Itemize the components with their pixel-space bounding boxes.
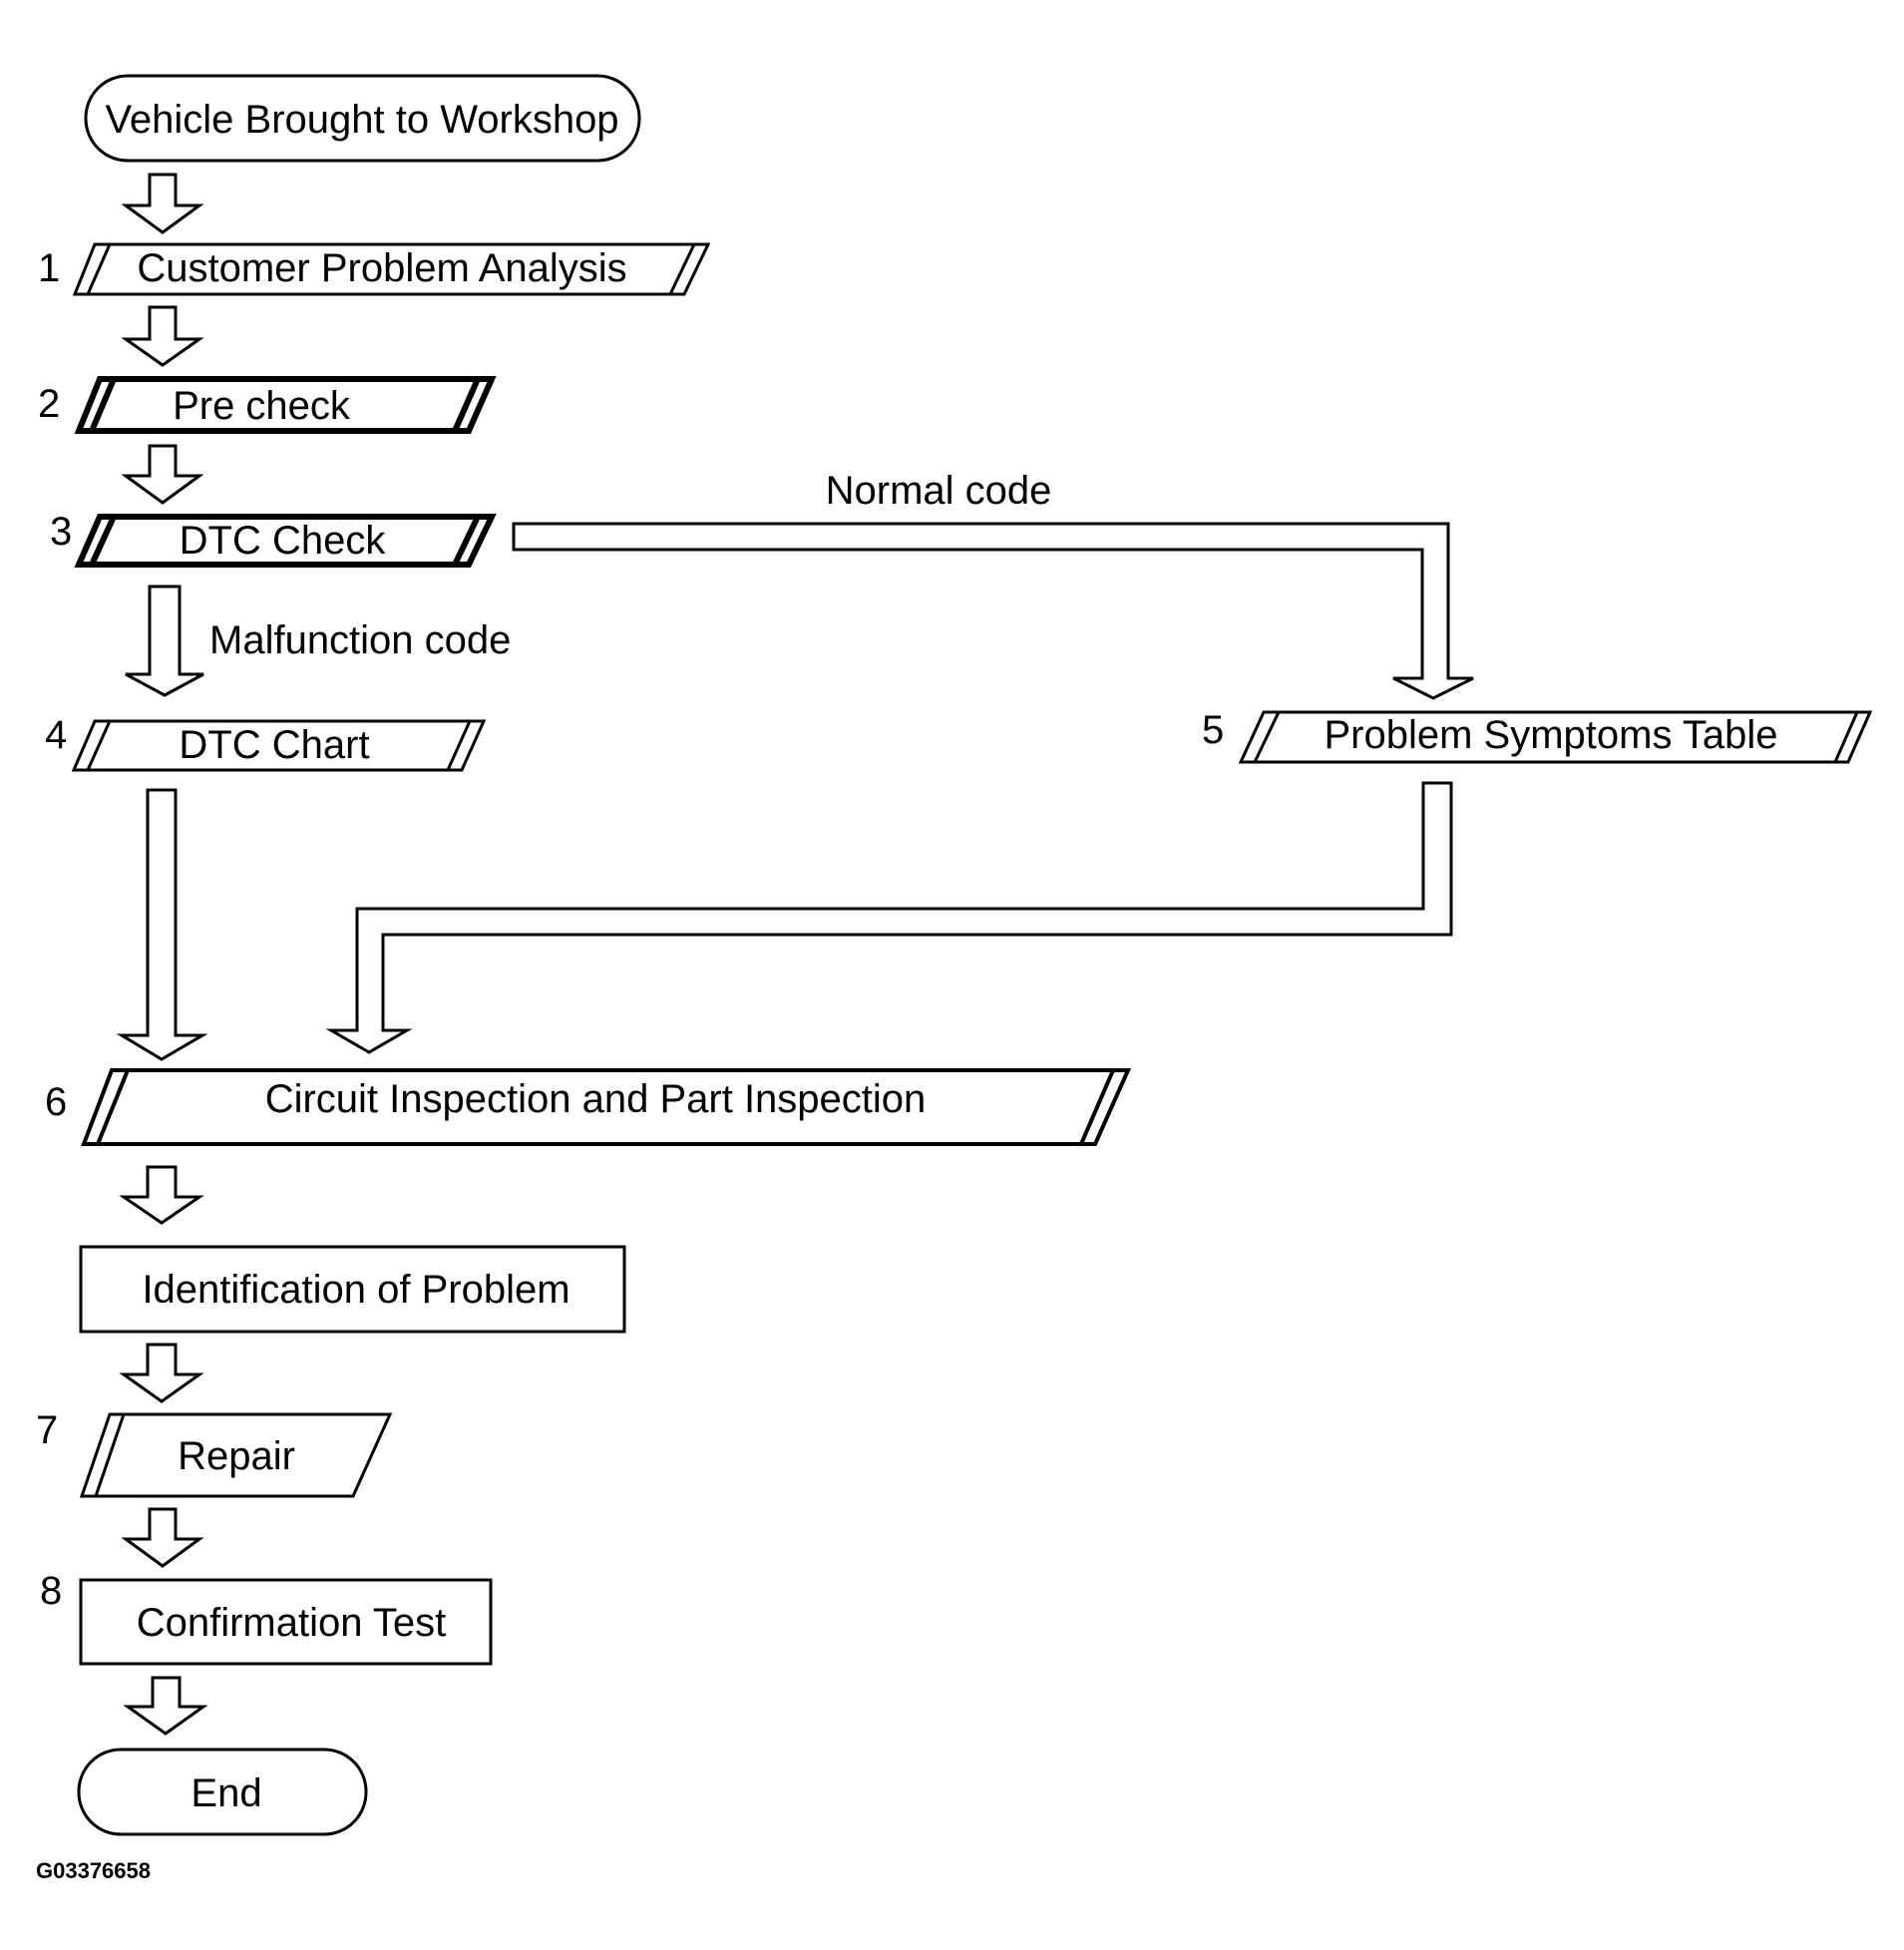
step7-label: Repair [178, 1434, 295, 1478]
arrow-step1-to-step2 [121, 305, 204, 367]
arrow-step3-to-step4-malfunction-code [125, 585, 204, 697]
figure-id: G03376658 [36, 1858, 151, 1883]
step7-node: 7 Repair [36, 1408, 393, 1498]
normal-code-label: Normal code [826, 469, 1052, 513]
step1-label: Customer Problem Analysis [137, 246, 626, 290]
arrow-step3-to-step5-normal-code [512, 522, 1474, 700]
malfunction-code-label: Malfunction code [209, 618, 511, 662]
step1-node: 1 Customer Problem Analysis [38, 242, 711, 296]
step3-number: 3 [50, 510, 72, 554]
end-label: End [190, 1771, 261, 1815]
step4-label: DTC Chart [179, 723, 369, 767]
step8-node: 8 Confirmation Test [40, 1569, 493, 1666]
arrow-start-to-step1 [121, 173, 204, 234]
step5-node: 5 Problem Symptoms Table [1202, 708, 1873, 764]
step4-node: 4 DTC Chart [45, 713, 487, 772]
step3-node: 3 DTC Check [50, 510, 497, 568]
step3-label: DTC Check [180, 519, 387, 563]
step8-label: Confirmation Test [137, 1601, 447, 1645]
arrow-step4-to-step6 [116, 788, 208, 1061]
step8-number: 8 [40, 1569, 62, 1613]
arrow-step8-to-end [123, 1676, 208, 1736]
arrow-step5-to-step6 [325, 781, 1453, 1054]
identification-node: Identification of Problem [79, 1245, 626, 1334]
step2-label: Pre check [173, 384, 351, 428]
arrow-identification-to-step7 [119, 1343, 204, 1403]
identification-label: Identification of Problem [142, 1268, 570, 1312]
arrow-step6-to-identification [119, 1165, 204, 1225]
step6-label: Circuit Inspection and Part Inspection [265, 1077, 927, 1121]
arrow-step7-to-step8 [121, 1507, 204, 1568]
step6-number: 6 [45, 1080, 67, 1124]
step2-number: 2 [38, 382, 60, 426]
step2-node: 2 Pre check [38, 376, 497, 434]
step4-number: 4 [45, 713, 67, 757]
start-node-label: Vehicle Brought to Workshop [105, 98, 618, 142]
step1-number: 1 [38, 246, 60, 290]
start-node: Vehicle Brought to Workshop [84, 74, 641, 163]
arrow-step2-to-step3 [121, 444, 204, 505]
step7-number: 7 [36, 1408, 58, 1452]
end-node: End [77, 1748, 368, 1836]
step5-label: Problem Symptoms Table [1325, 713, 1778, 757]
step6-node: 6 Circuit Inspection and Part Inspection [45, 1068, 1132, 1146]
step5-number: 5 [1202, 708, 1224, 752]
